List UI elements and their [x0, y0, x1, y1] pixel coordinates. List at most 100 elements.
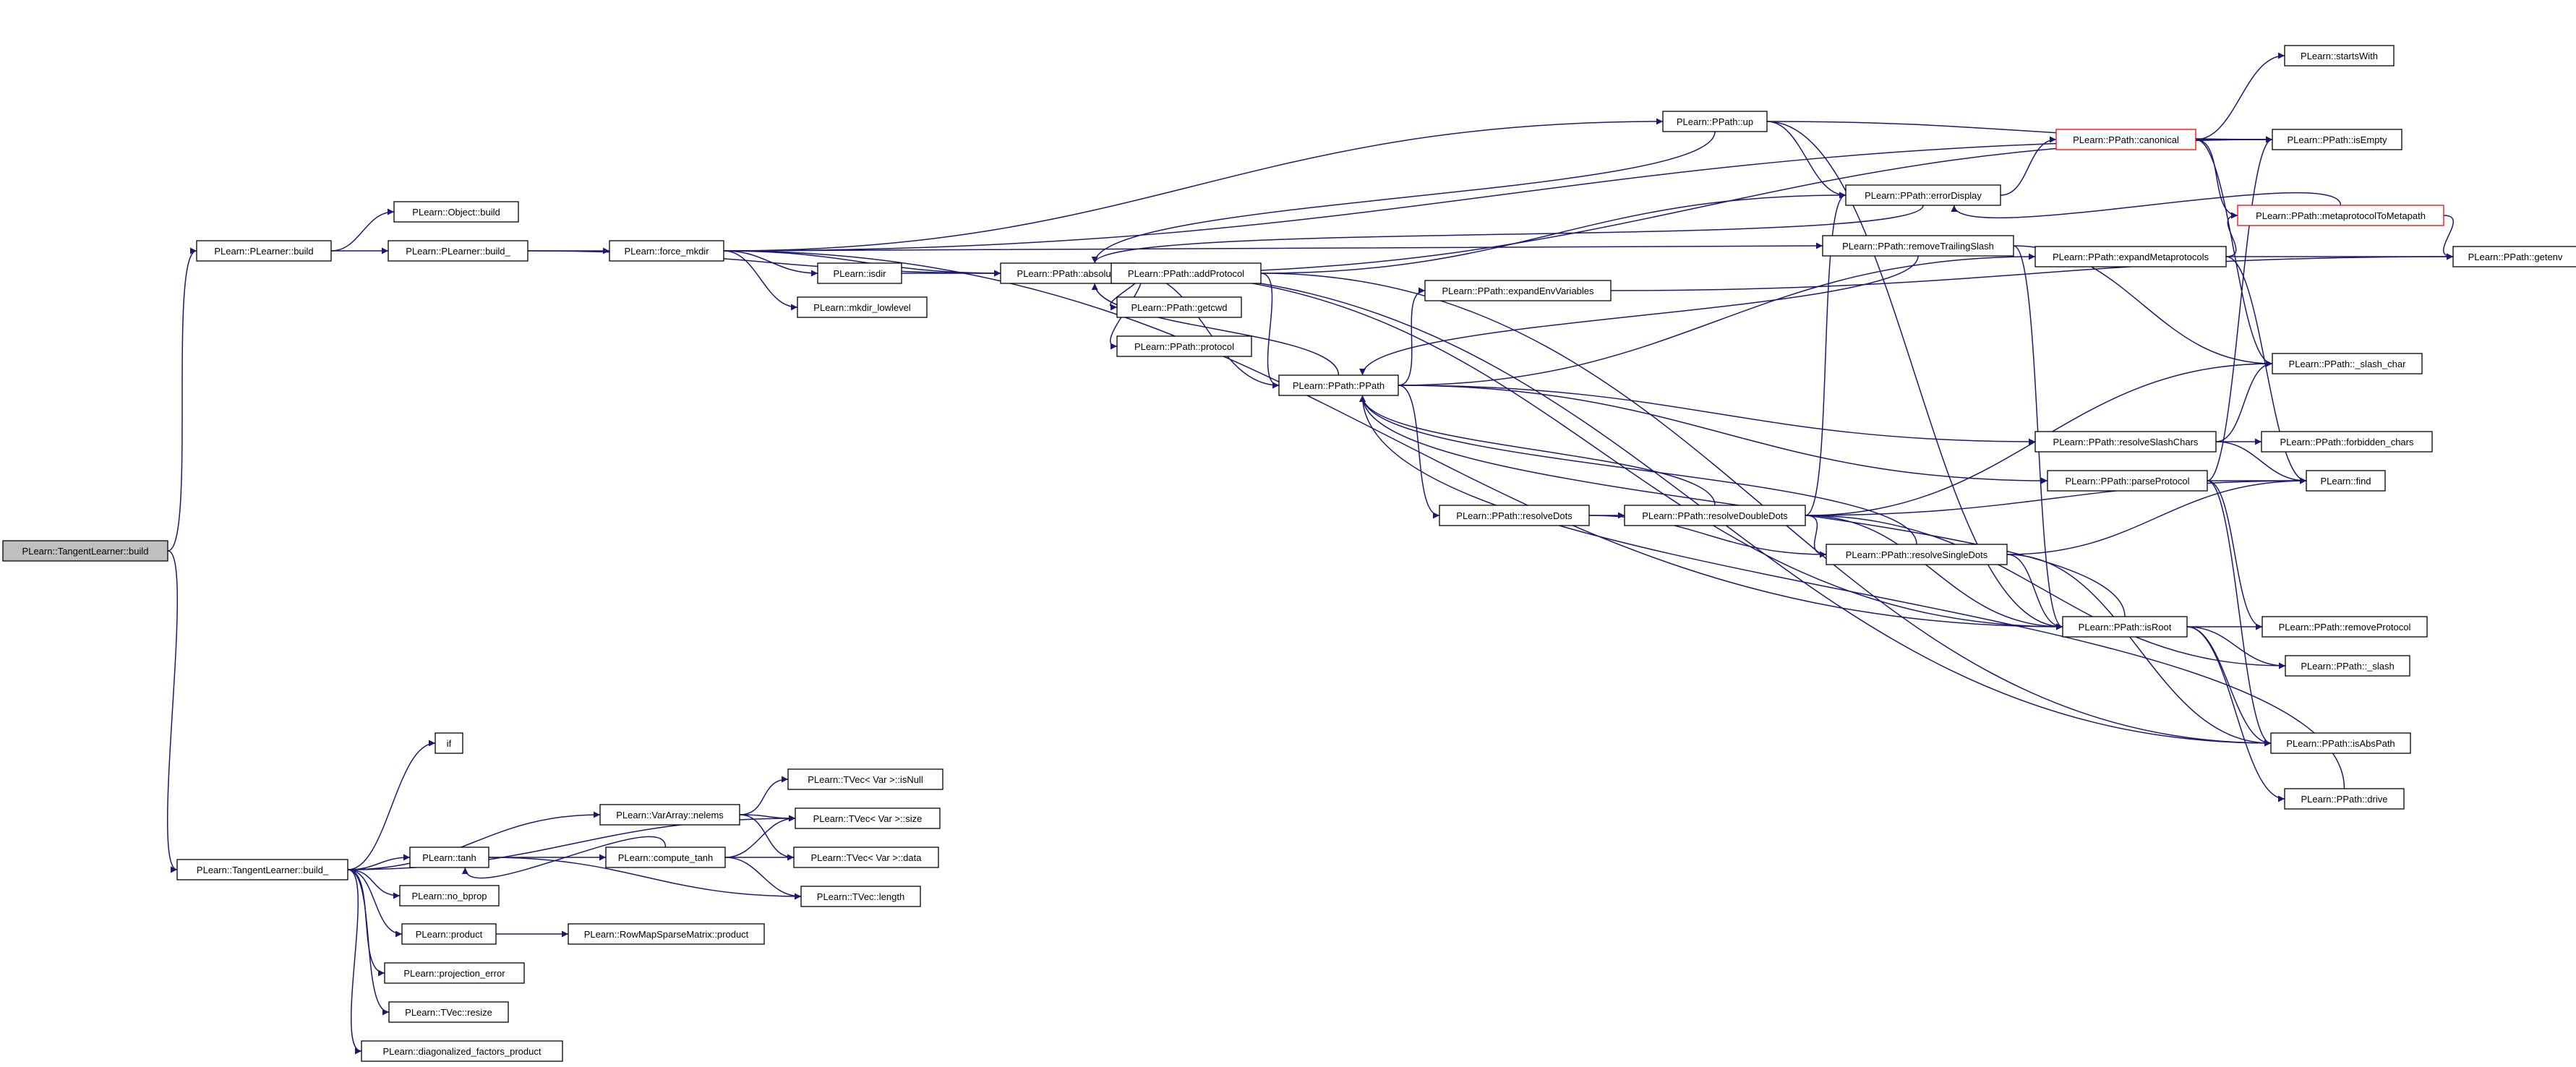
node-label: PLearn::PPath::protocol — [1134, 341, 1234, 352]
node-err[interactable]: PLearn::PPath::errorDisplay — [1845, 184, 2001, 206]
node-label: PLearn::TVec< Var >::isNull — [808, 774, 923, 785]
node-resize[interactable]: PLearn::TVec::resize — [388, 1001, 509, 1023]
node-box — [795, 807, 941, 829]
edge-m2m-to-getenv — [2443, 215, 2454, 260]
node-perr[interactable]: PLearn::projection_error — [384, 962, 525, 984]
edge-line — [724, 815, 796, 858]
edge-tlb_-to-if — [347, 740, 436, 870]
node-box — [1116, 335, 1252, 357]
node-canon[interactable]: PLearn::PPath::canonical — [2055, 129, 2196, 150]
edge-line — [1091, 283, 1340, 376]
node-isempty[interactable]: PLearn::PPath::isEmpty — [2272, 129, 2402, 150]
edge-canon-to-slashchar — [2195, 139, 2273, 367]
edge-rdd-to-err — [1805, 192, 1847, 516]
node-label: PLearn::PPath::removeTrailingSlash — [1842, 241, 1994, 252]
edge-pp-to-rsc — [1398, 385, 2036, 445]
edge-fmk-to-isdir — [723, 250, 818, 277]
node-rmsp[interactable]: PLearn::RowMapSparseMatrix::product — [568, 923, 765, 945]
edge-line — [347, 869, 362, 1055]
node-expm[interactable]: PLearn::PPath::expandMetaprotocols — [2034, 246, 2227, 267]
node-nobp[interactable]: PLearn::no_bprop — [399, 885, 500, 907]
node-tlen[interactable]: PLearn::TVec::length — [800, 886, 921, 907]
edge-line — [1260, 192, 1847, 274]
node-proto[interactable]: PLearn::PPath::protocol — [1116, 335, 1252, 357]
node-label: PLearn::PPath::canonical — [2073, 134, 2179, 145]
node-objb[interactable]: PLearn::Object::build — [393, 201, 519, 223]
node-dfp[interactable]: PLearn::diagonalized_factors_product — [361, 1040, 563, 1062]
node-plb[interactable]: PLearn::PLearner::build — [196, 240, 332, 262]
node-prod[interactable]: PLearn::product — [401, 923, 497, 945]
node-drive[interactable]: PLearn::PPath::drive — [2284, 788, 2405, 810]
node-box — [401, 923, 497, 945]
edge-isroot-to-slash — [2186, 626, 2286, 669]
node-nelems[interactable]: PLearn::VarArray::nelems — [599, 804, 740, 826]
node-ctanh[interactable]: PLearn::compute_tanh — [605, 847, 726, 868]
node-isroot[interactable]: PLearn::PPath::isRoot — [2062, 616, 2188, 638]
node-label: PLearn::compute_tanh — [618, 852, 714, 863]
node-label: PLearn::PPath::addProtocol — [1128, 268, 1244, 279]
edge-line — [723, 250, 818, 277]
edge-line — [1134, 273, 2063, 630]
node-rsc[interactable]: PLearn::PPath::resolveSlashChars — [2034, 431, 2217, 453]
node-up[interactable]: PLearn::PPath::up — [1662, 111, 1768, 132]
node-isnull[interactable]: PLearn::TVec< Var >::isNull — [787, 768, 943, 790]
edge-plb-to-objb — [330, 208, 395, 252]
node-rts[interactable]: PLearn::PPath::removeTrailingSlash — [1822, 235, 2014, 257]
node-mkl[interactable]: PLearn::mkdir_lowlevel — [797, 296, 928, 318]
edge-line — [1398, 385, 2048, 484]
node-getenv[interactable]: PLearn::PPath::getenv — [2452, 246, 2576, 267]
node-m2m[interactable]: PLearn::PPath::metaprotocolToMetapath — [2237, 205, 2444, 226]
edge-drive-to-pp — [1359, 395, 2345, 789]
edge-line — [2207, 136, 2273, 481]
edge-line — [488, 857, 802, 900]
node-tanh[interactable]: PLearn::tanh — [409, 847, 489, 868]
edge-rsc-to-slashchar — [2215, 360, 2273, 442]
node-box — [399, 885, 500, 907]
node-box — [1424, 280, 1612, 301]
node-label: PLearn::TangentLearner::build — [22, 546, 149, 557]
node-rdd[interactable]: PLearn::PPath::resolveDoubleDots — [1624, 505, 1806, 526]
edge-nelems-to-size — [739, 814, 796, 822]
node-box — [817, 262, 902, 284]
node-rmproto[interactable]: PLearn::PPath::removeProtocol — [2262, 616, 2428, 638]
node-isdir[interactable]: PLearn::isdir — [817, 262, 902, 284]
node-box — [2261, 431, 2433, 453]
node-getcwd[interactable]: PLearn::PPath::getcwd — [1116, 296, 1242, 318]
edge-line — [2207, 480, 2272, 747]
node-eev[interactable]: PLearn::PPath::expandEnvVariables — [1424, 280, 1612, 301]
edge-line — [724, 857, 802, 900]
node-forb[interactable]: PLearn::PPath::forbidden_chars — [2261, 431, 2433, 453]
node-fmk[interactable]: PLearn::force_mkdir — [609, 240, 724, 262]
node-slashchar[interactable]: PLearn::PPath::_slash_char — [2272, 353, 2423, 374]
node-label: PLearn::PPath::resolveSlashChars — [2053, 437, 2199, 447]
edge-rdd-to-pp — [1359, 395, 1716, 506]
node-find[interactable]: PLearn::find — [2306, 470, 2386, 492]
edge-line — [347, 740, 436, 870]
edge-pp-to-parse — [1398, 385, 2048, 484]
node-rsd[interactable]: PLearn::PPath::resolveSingleDots — [1826, 544, 2008, 565]
node-label: PLearn::PPath::getenv — [2468, 252, 2563, 262]
node-pp[interactable]: PLearn::PPath::PPath — [1278, 374, 1399, 396]
node-size[interactable]: PLearn::TVec< Var >::size — [795, 807, 941, 829]
node-if[interactable]: if — [435, 732, 463, 754]
node-plb_[interactable]: PLearn::PLearner::build_ — [388, 240, 529, 262]
node-parse[interactable]: PLearn::PPath::parseProtocol — [2047, 470, 2208, 492]
edge-line — [723, 250, 2063, 630]
node-label: PLearn::PPath::resolveSingleDots — [1846, 549, 1988, 560]
node-label: PLearn::PPath::absolute — [1017, 268, 1119, 279]
edge-line — [2195, 52, 2285, 140]
node-isabs[interactable]: PLearn::PPath::isAbsPath — [2270, 732, 2411, 754]
edge-expm-to-m2m — [2225, 212, 2238, 257]
edge-nelems-to-isnull — [739, 776, 789, 815]
node-box — [2034, 431, 2217, 453]
node-vdata[interactable]: PLearn::TVec< Var >::data — [793, 847, 939, 868]
node-sw[interactable]: PLearn::startsWith — [2284, 45, 2395, 67]
node-rdots[interactable]: PLearn::PPath::resolveDots — [1439, 505, 1590, 526]
node-label: PLearn::PPath::getcwd — [1131, 302, 1228, 313]
node-slash[interactable]: PLearn::PPath::_slash — [2285, 655, 2410, 677]
node-addp[interactable]: PLearn::PPath::addProtocol — [1111, 262, 1262, 284]
edge-line — [2006, 554, 2272, 747]
edge-line — [1805, 515, 2286, 669]
node-tlb_[interactable]: PLearn::TangentLearner::build_ — [176, 859, 348, 880]
node-root[interactable]: PLearn::TangentLearner::build — [2, 540, 168, 562]
